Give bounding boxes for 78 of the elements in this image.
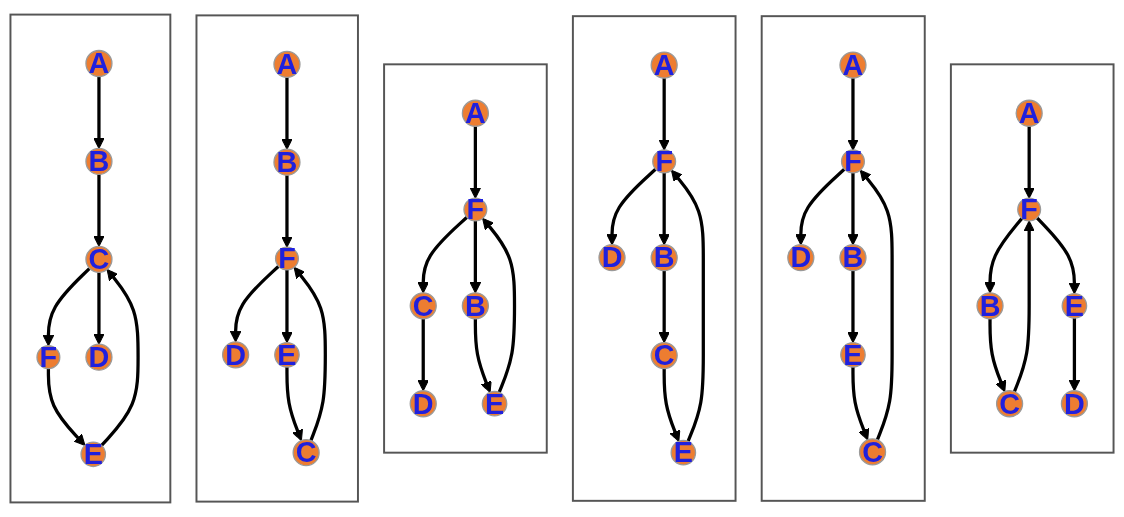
node-circle: A	[273, 50, 301, 78]
node-circle: E	[670, 439, 697, 466]
node-circle: E	[274, 341, 300, 368]
arrow	[658, 172, 670, 246]
node-circle: F	[840, 149, 866, 174]
arrow	[285, 367, 303, 442]
node-circle: C	[650, 341, 678, 370]
arrow	[281, 175, 293, 248]
node-circle: C	[85, 245, 113, 273]
node-circle: E	[840, 341, 866, 368]
arrow	[795, 167, 846, 246]
node-circle: D	[85, 343, 113, 371]
arrow	[847, 270, 859, 344]
node-circle: A	[650, 51, 678, 79]
arrow	[281, 269, 293, 344]
cluster	[571, 15, 737, 502]
node-circle: A	[461, 99, 490, 127]
node-circle: C	[858, 438, 887, 466]
node-circle: A	[1015, 99, 1043, 127]
arrow	[851, 367, 870, 441]
arrow	[46, 368, 86, 446]
arrow	[662, 368, 681, 442]
node-circle: B	[839, 244, 867, 272]
node-circle: D	[409, 390, 437, 418]
arrow	[469, 126, 482, 199]
arrow	[658, 78, 670, 151]
arrow	[281, 77, 293, 150]
node-circle: A	[839, 51, 867, 79]
node-circle: B	[273, 148, 301, 176]
node-circle: E	[481, 390, 508, 417]
cluster	[760, 15, 926, 502]
node-circle: D	[787, 244, 815, 272]
node-circle: B	[976, 292, 1004, 320]
arrow	[469, 220, 482, 294]
arrow	[293, 266, 327, 442]
arrow	[1068, 318, 1081, 392]
arrow	[670, 169, 705, 442]
arrow	[93, 272, 105, 345]
cluster	[949, 63, 1115, 454]
node-circle: C	[995, 390, 1024, 418]
node-circle: B	[650, 244, 678, 272]
arrow	[100, 268, 140, 447]
arrow	[93, 174, 105, 247]
node-circle: B	[85, 147, 113, 176]
node-circle: E	[1061, 293, 1088, 319]
arrow	[417, 318, 429, 392]
node-circle: D	[598, 244, 626, 272]
arrow	[1012, 220, 1035, 393]
arrow	[1023, 126, 1035, 199]
arrow	[847, 172, 859, 246]
arrow	[42, 267, 91, 347]
node-circle: F	[652, 149, 677, 174]
arrow	[606, 167, 657, 246]
cluster	[383, 63, 548, 454]
cluster	[195, 14, 359, 503]
arrow	[658, 270, 670, 344]
arrow	[988, 318, 1007, 393]
arrow	[229, 265, 280, 343]
node-circle: F	[274, 246, 300, 271]
arrow	[984, 217, 1024, 294]
node-circle: F	[36, 345, 61, 370]
arrow	[482, 217, 517, 394]
node-circle: F	[1017, 197, 1042, 222]
arrow	[859, 169, 894, 441]
node-circle: A	[85, 49, 113, 78]
node-circle: D	[1060, 390, 1089, 418]
node-circle: D	[221, 341, 250, 369]
arrow	[93, 76, 105, 149]
node-circle: E	[80, 441, 107, 468]
arrow	[847, 78, 859, 151]
node-circle: C	[292, 439, 320, 467]
node-circle: F	[463, 197, 488, 222]
node-circle: B	[461, 292, 490, 320]
arrow	[473, 318, 492, 393]
cluster	[9, 13, 172, 504]
node-circle: C	[409, 292, 437, 320]
arrow	[417, 216, 469, 294]
arrow	[1035, 216, 1081, 295]
